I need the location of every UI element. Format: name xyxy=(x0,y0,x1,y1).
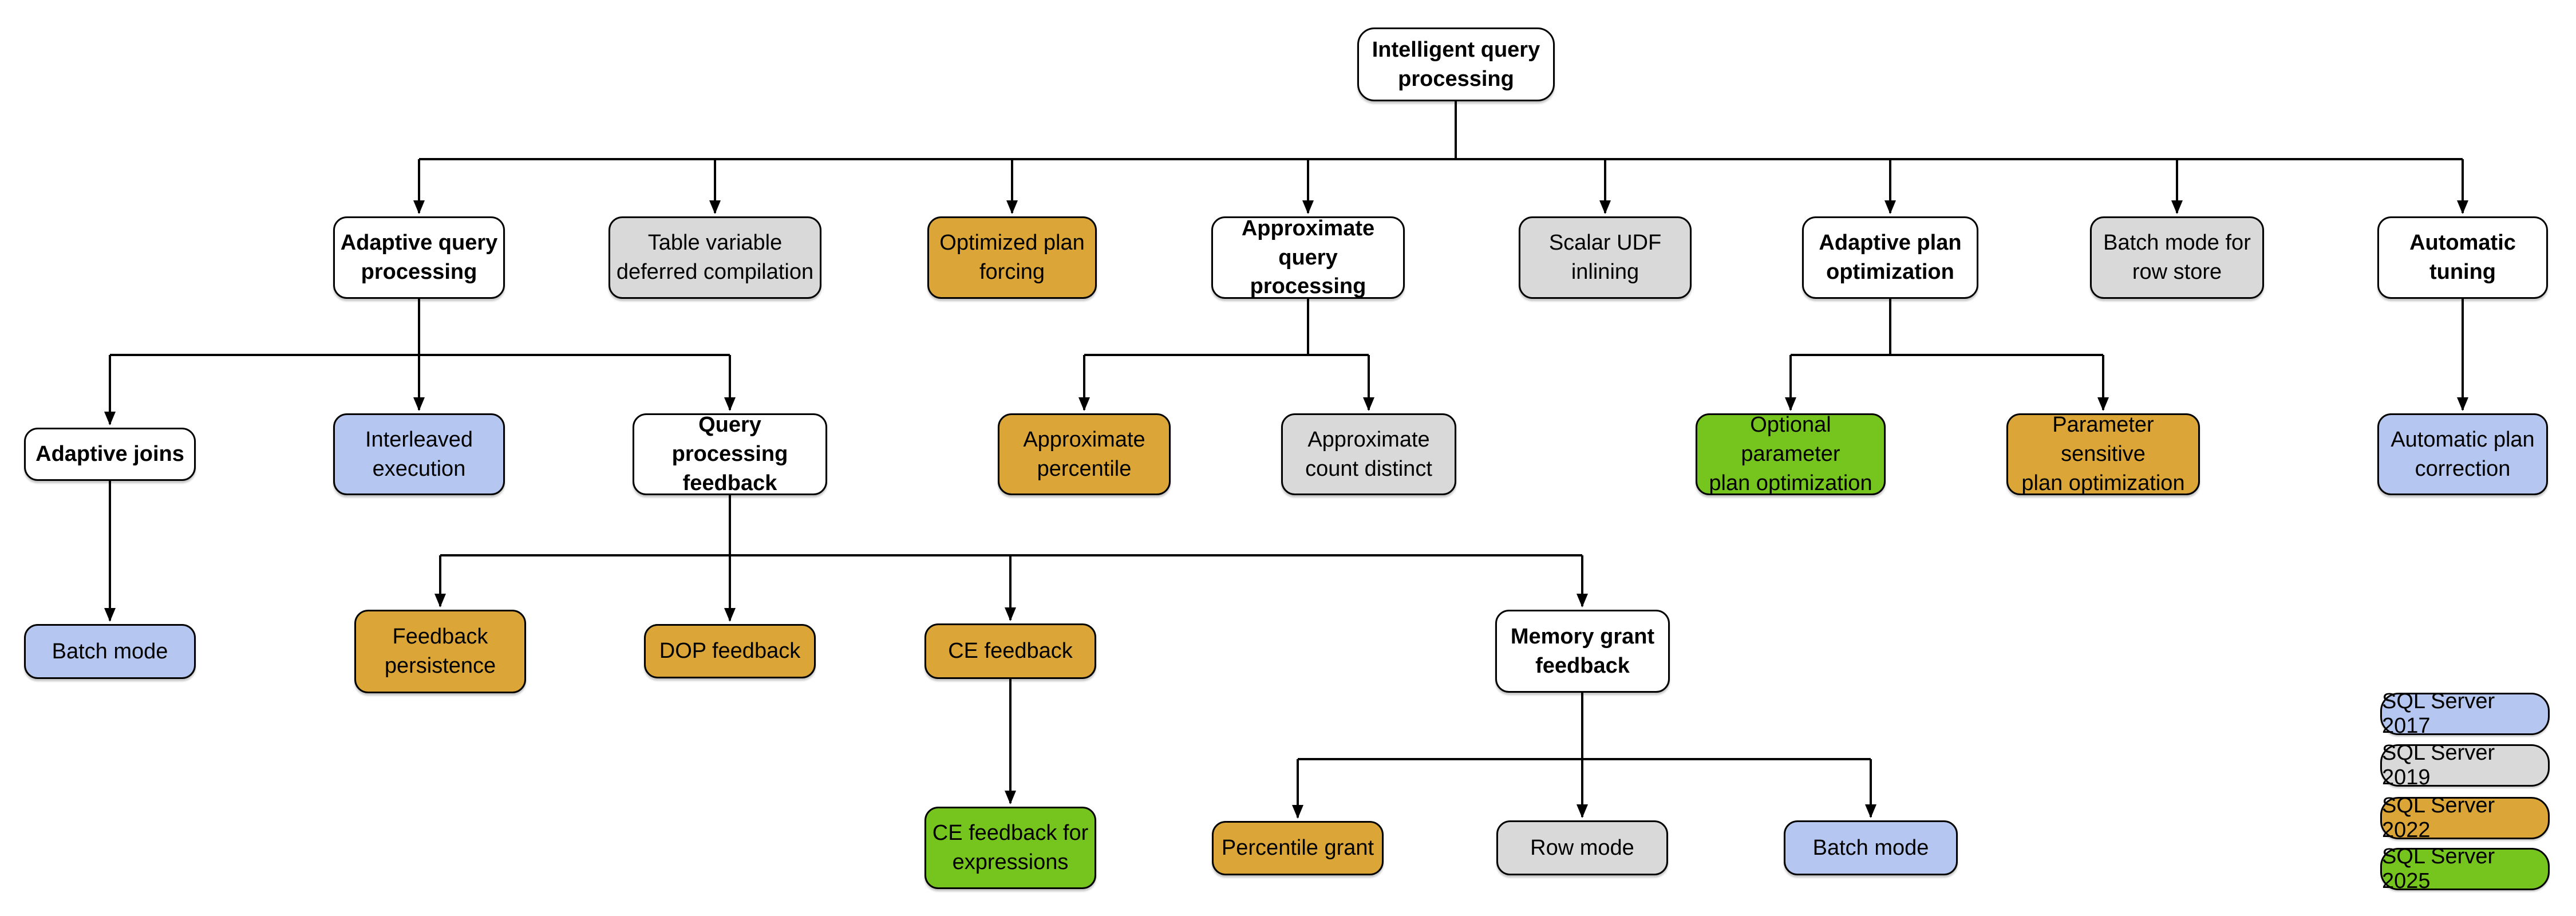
node-dop-feedback: DOP feedback xyxy=(644,624,816,678)
node-table-variable-deferred-compilation: Table variable deferred compilation xyxy=(609,216,821,299)
node-adaptive-joins: Adaptive joins xyxy=(24,428,196,481)
node-feedback-persistence: Feedback persistence xyxy=(354,610,526,693)
node-percentile-grant: Percentile grant xyxy=(1212,821,1384,875)
legend-sql-server-2022: SQL Server 2022 xyxy=(2380,793,2550,842)
legend-sql-server-2019: SQL Server 2019 xyxy=(2380,741,2550,789)
node-automatic-tuning: Automatic tuning xyxy=(2377,216,2548,299)
node-approximate-count-distinct: Approximate count distinct xyxy=(1281,413,1456,495)
node-optional-parameter-plan-optimization: Optional parameter plan optimization xyxy=(1696,413,1886,495)
node-automatic-plan-correction: Automatic plan correction xyxy=(2377,413,2548,495)
node-optimized-plan-forcing: Optimized plan forcing xyxy=(927,216,1097,299)
node-memory-grant-feedback: Memory grant feedback xyxy=(1495,610,1670,693)
node-adaptive-plan-optimization: Adaptive plan optimization xyxy=(1802,216,1978,299)
node-parameter-sensitive-plan-optimization: Parameter sensitive plan optimization xyxy=(2006,413,2200,495)
node-ce-feedback: CE feedback xyxy=(924,623,1096,679)
node-approximate-query-processing: Approximate query processing xyxy=(1211,216,1405,299)
node-scalar-udf-inlining: Scalar UDF inlining xyxy=(1519,216,1692,299)
node-ce-feedback-for-expressions: CE feedback for expressions xyxy=(924,807,1096,889)
node-interleaved-execution: Interleaved execution xyxy=(333,413,505,495)
node-batch-mode-for-row-store: Batch mode for row store xyxy=(2090,216,2264,299)
node-approximate-percentile: Approximate percentile xyxy=(998,413,1171,495)
node-batch-mode-memory-grant: Batch mode xyxy=(1784,820,1958,875)
node-query-processing-feedback: Query processing feedback xyxy=(633,413,827,495)
node-adaptive-query-processing: Adaptive query processing xyxy=(333,216,505,299)
legend-sql-server-2017: SQL Server 2017 xyxy=(2380,689,2550,738)
node-batch-mode-adaptive-joins: Batch mode xyxy=(24,624,196,679)
legend-sql-server-2025: SQL Server 2025 xyxy=(2380,844,2550,893)
node-intelligent-query-processing: Intelligent query processing xyxy=(1357,27,1555,101)
node-row-mode: Row mode xyxy=(1496,820,1668,875)
